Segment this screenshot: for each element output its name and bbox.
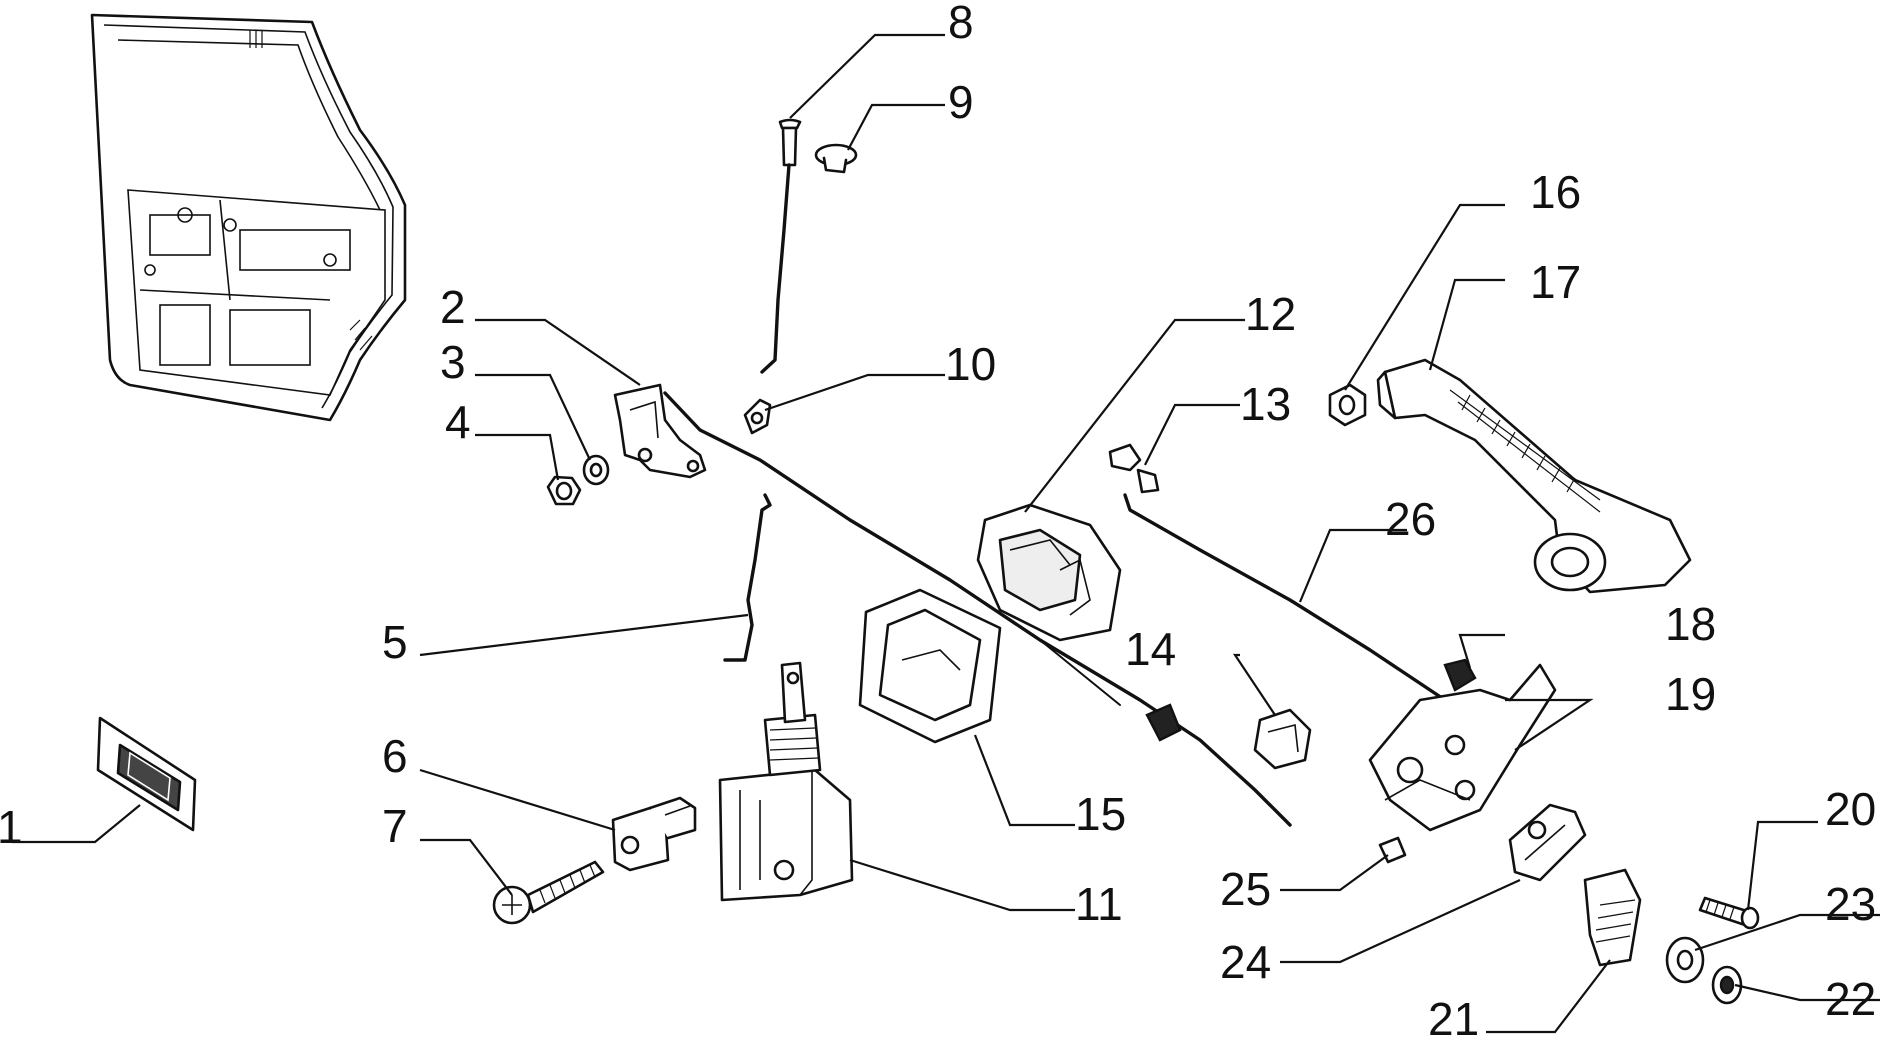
long-link-rod xyxy=(663,391,1292,827)
part-15-bezel xyxy=(858,588,1002,744)
callout-8: 8 xyxy=(948,0,974,48)
callout-2: 2 xyxy=(440,281,466,333)
callout-7: 7 xyxy=(382,800,408,852)
callout-20: 20 xyxy=(1825,783,1876,835)
callout-24: 24 xyxy=(1220,936,1271,988)
rod-connector xyxy=(1145,703,1182,742)
part-17-outer-handle xyxy=(1376,358,1692,594)
callout-6: 6 xyxy=(382,730,408,782)
part-14-latch-clip xyxy=(1253,708,1312,770)
callout-5: 5 xyxy=(382,616,408,668)
callout-4: 4 xyxy=(445,396,471,448)
callout-12: 12 xyxy=(1245,288,1296,340)
leader-lines xyxy=(12,33,1880,1034)
part-20-screw xyxy=(1698,896,1760,930)
part-24-striker-plate xyxy=(1508,803,1587,882)
part-6-switch xyxy=(611,796,697,872)
callout-15: 15 xyxy=(1075,788,1126,840)
part-19-door-latch xyxy=(1368,663,1557,832)
part-1-plate xyxy=(96,716,197,832)
part-12-handle-housing xyxy=(976,503,1122,642)
callout-11: 11 xyxy=(1075,878,1123,930)
callout-19: 19 xyxy=(1665,668,1716,720)
callout-25: 25 xyxy=(1220,863,1271,915)
callout-9: 9 xyxy=(948,76,974,128)
part-8-lock-knob-rod xyxy=(760,118,802,374)
callout-21: 21 xyxy=(1428,993,1479,1040)
door-shell xyxy=(90,13,407,422)
callout-14: 14 xyxy=(1125,623,1176,675)
part-11-actuator xyxy=(718,661,854,902)
callout-3: 3 xyxy=(440,336,466,388)
part-9-grommet xyxy=(814,143,858,174)
part-18-spring-clip xyxy=(1443,658,1477,692)
part-21-striker-pin xyxy=(1583,868,1642,967)
part-22-toothed-washer xyxy=(1711,965,1743,1005)
part-13-clip xyxy=(1108,443,1160,494)
part-16-nut xyxy=(1328,383,1367,427)
part-7-screw xyxy=(492,860,605,925)
part-23-washer xyxy=(1665,936,1705,984)
part-26-rod xyxy=(1123,493,1447,702)
part-4-nut xyxy=(546,475,582,506)
part-5-rod xyxy=(723,493,772,662)
callout-13: 13 xyxy=(1240,378,1291,430)
callout-23: 23 xyxy=(1825,878,1876,930)
part-3-washer xyxy=(582,454,610,486)
callout-16: 16 xyxy=(1530,166,1581,218)
callout-10: 10 xyxy=(945,338,996,390)
part-10-clip xyxy=(743,398,772,435)
callout-18: 18 xyxy=(1665,598,1716,650)
callout-26: 26 xyxy=(1385,493,1436,545)
callout-17: 17 xyxy=(1530,256,1581,308)
callout-1: 1 xyxy=(0,801,23,853)
callout-22: 22 xyxy=(1825,973,1876,1025)
part-2-bracket xyxy=(613,383,707,479)
